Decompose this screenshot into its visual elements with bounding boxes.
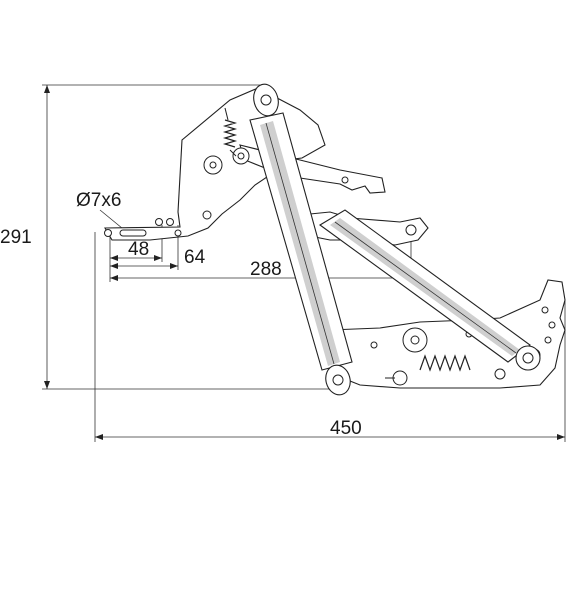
secondary-strut <box>319 209 541 371</box>
height-dimension-label: 291 <box>0 227 32 248</box>
lower-spring <box>385 354 471 386</box>
main-strut <box>249 83 353 396</box>
span-288-label: 288 <box>250 259 282 280</box>
upper-spring <box>222 107 238 157</box>
width-dimension-label: 450 <box>330 418 362 439</box>
span-48-label: 48 <box>128 239 149 260</box>
hole-spec-label: Ø7x6 <box>76 190 121 211</box>
span-64-label: 64 <box>184 247 206 268</box>
